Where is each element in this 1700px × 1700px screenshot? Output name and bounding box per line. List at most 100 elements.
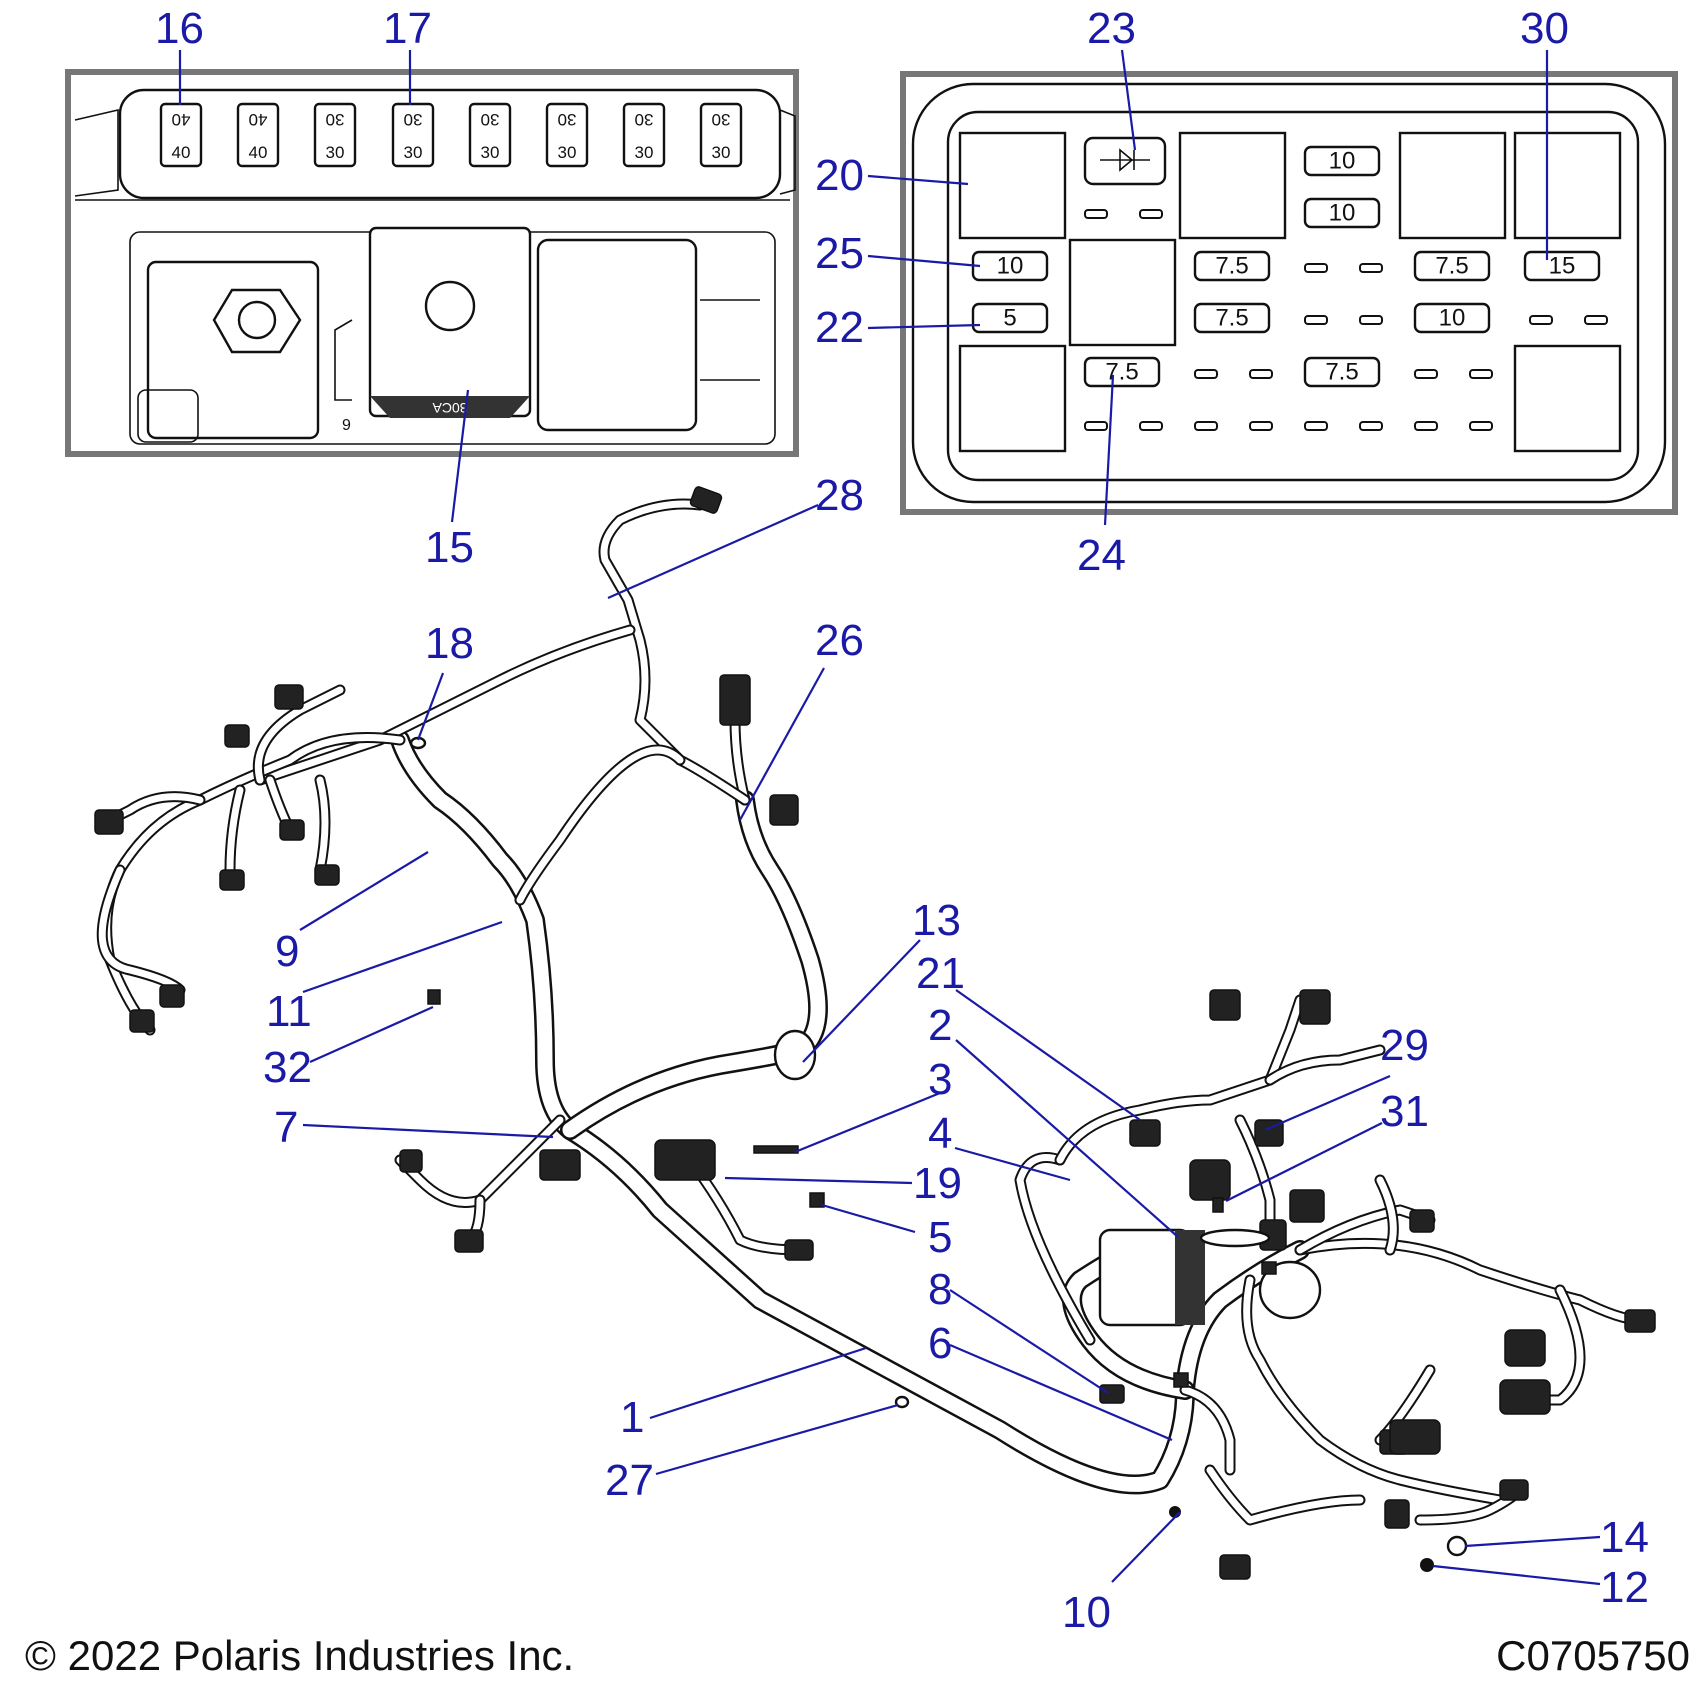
fuse-rating-bottom: 30 [481, 143, 500, 162]
fuse-relay-box-inset: 10 10 10 7.5 7.5 15 5 7.5 10 7.5 7.5 [900, 71, 1678, 515]
maxi-fuse-row [159, 102, 743, 168]
fuse-rating-top: 30 [481, 110, 500, 129]
callout-label: 30 [1520, 4, 1569, 53]
maxi-fuse [622, 102, 666, 168]
fuse-rating-bottom: 30 [404, 143, 423, 162]
callout-label: 23 [1087, 4, 1136, 53]
fuse-rating-bottom: 30 [712, 143, 731, 162]
fuse-rating: 10 [1329, 199, 1356, 226]
relay [1398, 131, 1507, 240]
mini-fuse: 10 [1303, 145, 1381, 177]
diode [1083, 136, 1167, 186]
main-wiring-harness [94, 486, 1656, 1580]
maxi-fuse [545, 102, 589, 168]
fuse-rating-top: 40 [249, 110, 268, 129]
callout-label: 29 [1380, 1021, 1429, 1070]
callout-label: 8 [928, 1265, 952, 1314]
fuse-rating-bottom: 30 [635, 143, 654, 162]
clip-part [427, 989, 441, 1005]
fuse-rating: 10 [1439, 304, 1466, 331]
fuse-rating-top: 30 [712, 110, 731, 129]
callout-label: 11 [266, 987, 312, 1036]
relay [958, 131, 1067, 240]
grommet [1258, 1260, 1322, 1320]
cable-tie [753, 1145, 799, 1154]
fastener-part [1420, 1558, 1434, 1572]
callout-label: 2 [928, 1001, 952, 1050]
callout-label: 28 [815, 471, 864, 520]
relay [1513, 344, 1622, 453]
maxi-fuse [468, 102, 512, 168]
callout-label: 17 [383, 4, 432, 53]
relay [1178, 131, 1287, 240]
fuse-rating-bottom: 30 [558, 143, 577, 162]
maxi-fuse [236, 102, 280, 168]
callout-label: 1 [620, 1393, 644, 1442]
maxi-fuse [699, 102, 743, 168]
callout-label: 24 [1077, 531, 1126, 580]
relay [958, 344, 1067, 453]
fuse-rating: 10 [1329, 147, 1356, 174]
callout-label: 32 [263, 1043, 312, 1092]
fuse-rating: 15 [1549, 252, 1576, 279]
fuse-rating: 7.5 [1215, 304, 1248, 331]
copyright-text: © 2022 Polaris Industries Inc. [25, 1632, 575, 1679]
grommet [773, 1029, 817, 1081]
callout-label: 13 [912, 896, 961, 945]
callout-label: 14 [1600, 1513, 1649, 1562]
fuse-rating-top: 30 [404, 110, 423, 129]
callout-label: 7 [274, 1103, 298, 1152]
mini-fuse: 15 [1523, 250, 1601, 282]
callout-label: 10 [1062, 1588, 1111, 1637]
callout-label: 20 [815, 151, 864, 200]
figure-code: C0705750 [1496, 1632, 1690, 1679]
relay [1513, 131, 1622, 240]
mini-fuse: 7.5 [1193, 302, 1271, 334]
leader-lines [178, 49, 1601, 1586]
fuse-rating: 7.5 [1325, 358, 1358, 385]
cable-tie [1199, 1228, 1271, 1248]
mini-fuse: 7.5 [1413, 250, 1491, 282]
callout-label: 22 [815, 303, 864, 352]
callout-label: 26 [815, 616, 864, 665]
mini-fuse: 10 [971, 250, 1049, 282]
mini-fuse: 10 [1413, 302, 1491, 334]
mini-fuse: 10 [1303, 197, 1381, 229]
callout-label: 18 [425, 619, 474, 668]
diode-icon [1100, 148, 1150, 172]
relay [1068, 238, 1177, 347]
fuse-rating-top: 30 [558, 110, 577, 129]
fuse-rating: 7.5 [1215, 252, 1248, 279]
callout-label: 21 [916, 949, 965, 998]
nut-part [1446, 1535, 1468, 1557]
callout-label: 31 [1380, 1087, 1429, 1136]
callout-labels: 16 17 23 30 20 25 22 24 15 28 18 26 9 11… [155, 4, 1649, 1637]
screw-part [1261, 1261, 1277, 1275]
callout-label: 25 [815, 229, 864, 278]
mini-fuse: 7.5 [1303, 356, 1381, 388]
maxi-fuse [391, 102, 435, 168]
callout-label: 19 [913, 1159, 962, 1208]
callout-label: 4 [928, 1109, 952, 1158]
fuse-rating-top: 30 [635, 110, 654, 129]
callout-label: 6 [928, 1319, 952, 1368]
fuse-rating-bottom: 40 [249, 143, 268, 162]
washer-part [894, 1395, 910, 1409]
power-distribution-inset: 40 40 40 40 30 30 30 30 30 30 30 30 30 3… [65, 69, 799, 457]
mini-fuse: 7.5 [1193, 250, 1271, 282]
fuse-rating-bottom: 40 [172, 143, 191, 162]
clip-part [1173, 1372, 1189, 1388]
fuse-rating: 5 [1003, 304, 1016, 331]
callout-label: 15 [425, 523, 474, 572]
fuse-rating-bottom: 30 [326, 143, 345, 162]
mini-fuse: 5 [971, 302, 1049, 334]
screw-part [809, 1192, 825, 1208]
fuse-rating: 7.5 [1435, 252, 1468, 279]
screw-part [1212, 1197, 1224, 1213]
callout-label: 3 [928, 1055, 952, 1104]
callout-label: 12 [1600, 1563, 1649, 1612]
callout-label: 16 [155, 4, 204, 53]
fuse-rating-top: 40 [172, 110, 191, 129]
callout-label: 5 [928, 1213, 952, 1262]
